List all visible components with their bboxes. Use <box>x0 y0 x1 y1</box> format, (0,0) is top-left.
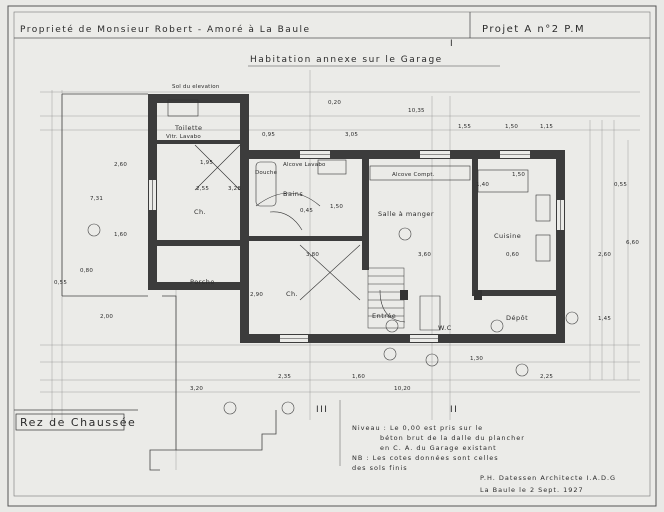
room-toilette: Toilette <box>174 124 203 132</box>
dim-23: 1,45 <box>598 316 611 322</box>
dim-total-width: 10,35 <box>408 108 425 114</box>
dim-12: 3,80 <box>306 252 319 258</box>
room-chambre-1: Ch. <box>194 208 206 216</box>
dim-16: 0,80 <box>80 268 93 274</box>
room-bains: Bains <box>283 190 303 198</box>
dim-30: 0,20 <box>328 100 341 106</box>
dim-26: 2,55 <box>196 186 209 192</box>
dim-21: 1,60 <box>114 232 127 238</box>
level-label-box <box>15 413 125 431</box>
dim-22: 0,55 <box>614 182 627 188</box>
dim-14: 0,60 <box>506 252 519 258</box>
project-number: Projet A n°2 P.M <box>482 24 585 35</box>
room-toilette-sub: Vitr. Lavabo <box>166 134 201 140</box>
dim-10: 2,25 <box>540 374 553 380</box>
dim-24: 2,60 <box>598 252 611 258</box>
dim-9: 1,30 <box>470 356 483 362</box>
note-line-5: des sols finis <box>352 464 408 472</box>
note-line-2: béton brut de la dalle du plancher <box>380 434 525 442</box>
note-line-1: Niveau : Le 0,00 est pris sur le <box>352 424 483 432</box>
dim-32: 1,40 <box>476 182 489 188</box>
room-salle-a-manger: Salle à manger <box>378 210 434 218</box>
signature-line-2: La Baule le 2 Sept. 1927 <box>480 486 584 494</box>
section-mark-mid: III <box>316 405 328 415</box>
owner-line: Proprieté de Monsieur Robert - Amoré à L… <box>20 24 311 35</box>
dim-6: 3,20 <box>190 386 203 392</box>
posts <box>400 290 482 300</box>
dim-17: 0,55 <box>54 280 67 286</box>
dim-2: 1,50 <box>505 124 518 130</box>
section-mark-top: I <box>450 39 454 49</box>
window-frames <box>152 154 561 339</box>
room-porche: Porche <box>190 278 215 286</box>
dim-19: 7,31 <box>90 196 103 202</box>
room-sam-sub: Alcove Compt. <box>392 172 435 178</box>
dim-11: 10,20 <box>394 386 411 392</box>
room-douche: Douche <box>255 170 278 176</box>
dim-8: 1,60 <box>352 374 365 380</box>
dim-33: 1,95 <box>200 160 213 166</box>
interior-details <box>167 99 551 331</box>
dim-5: 0,95 <box>262 132 275 138</box>
dim-29: 2,00 <box>100 314 113 320</box>
circled-markers <box>87 223 579 415</box>
room-cuisine: Cuisine <box>494 232 521 240</box>
dim-25: 1,50 <box>512 172 525 178</box>
dim-3: 1,15 <box>540 124 553 130</box>
room-chambre-2: Ch. <box>286 290 298 298</box>
room-depot: Dépôt <box>506 314 528 322</box>
dim-28: 0,45 <box>300 208 313 214</box>
room-entree: Entrée <box>372 312 396 320</box>
room-wc: W.C <box>438 324 452 332</box>
dim-18: 6,60 <box>626 240 639 246</box>
drawing-title: Habitation annexe sur le Garage <box>250 55 443 65</box>
signature-line-1: P.H. Datessen Architecte I.A.D.G <box>480 474 616 482</box>
section-mark-bottom: II <box>450 405 458 415</box>
dim-4: 3,05 <box>345 132 358 138</box>
dim-20: 2,60 <box>114 162 127 168</box>
dim-7: 2,35 <box>278 374 291 380</box>
dim-27: 3,28 <box>228 186 241 192</box>
dim-1: 1,55 <box>458 124 471 130</box>
note-line-3: en C. A. du Garage existant <box>380 444 497 452</box>
sheet-inner-border <box>13 11 651 497</box>
room-bains-sub: Alcove Lavabo <box>283 162 326 168</box>
sheet-border <box>7 5 657 507</box>
dim-13: 3,60 <box>418 252 431 258</box>
porch-outline <box>14 93 277 471</box>
level-label: Rez de Chaussée <box>20 416 136 429</box>
note-line-4: NB : Les cotes données sont celles <box>352 454 499 462</box>
dim-15: 2,90 <box>250 292 263 298</box>
dim-31: 1,50 <box>330 204 343 210</box>
elevation-ref: Sol du elevation <box>172 84 220 90</box>
